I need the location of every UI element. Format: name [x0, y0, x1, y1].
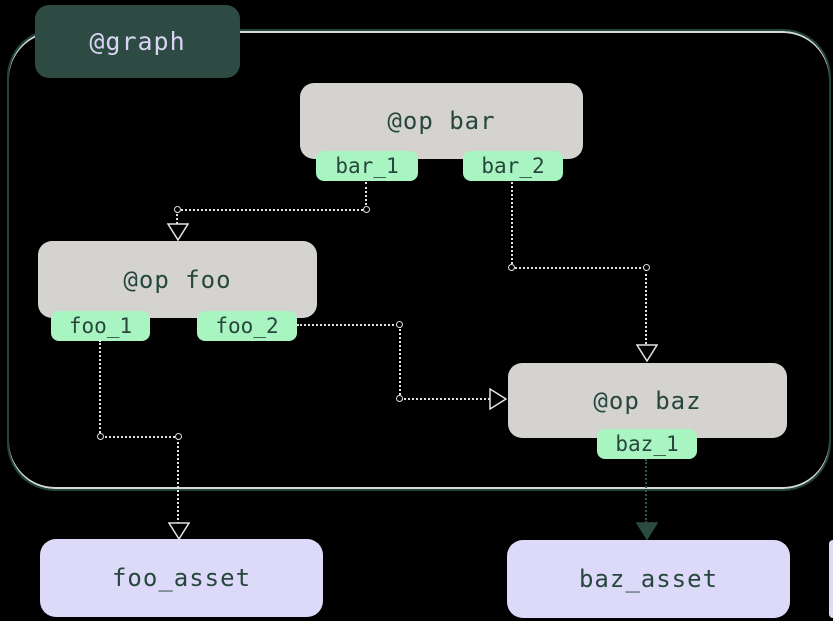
asset-node-cutoff-right: [829, 540, 833, 618]
asset-node-baz-asset: baz_asset: [507, 540, 790, 618]
edge-joint-dot: [174, 206, 181, 213]
asset-baz-label: baz_asset: [578, 565, 719, 593]
output-tab-bar-2: bar_2: [463, 151, 563, 181]
edge-joint-dot: [175, 433, 182, 440]
edge-segment: [297, 324, 401, 326]
edge-segment: [399, 326, 401, 398]
output-tab-bar-1: bar_1: [316, 151, 418, 181]
op-bar-title: @op bar: [387, 107, 496, 135]
op-node-foo: @op foo foo_1 foo_2: [38, 241, 317, 341]
op-foo-title: @op foo: [123, 265, 232, 294]
asset-foo-label: foo_asset: [111, 564, 252, 592]
output-tab-bar-1-label: bar_1: [335, 154, 399, 178]
edge-segment: [176, 211, 178, 224]
op-node-baz: @op baz baz_1: [508, 363, 787, 459]
arrowhead-right-hollow: [489, 388, 507, 410]
graph-label: @graph: [35, 5, 240, 78]
output-tab-bar-2-label: bar_2: [481, 154, 545, 178]
arrowhead-down-filled: [636, 522, 658, 540]
edge-segment: [99, 340, 101, 437]
output-tab-baz-1-label: baz_1: [615, 432, 679, 456]
asset-node-foo-asset: foo_asset: [40, 539, 323, 617]
graph-boundary: [7, 29, 831, 491]
edge-segment: [101, 436, 179, 438]
edge-segment: [645, 459, 647, 523]
edge-joint-dot: [396, 395, 403, 402]
output-tab-foo-1-label: foo_1: [68, 314, 133, 338]
edge-segment: [645, 269, 647, 344]
edge-joint-dot: [396, 321, 403, 328]
edge-joint-dot: [97, 433, 104, 440]
op-node-bar: @op bar bar_1 bar_2: [300, 83, 583, 181]
output-tab-baz-1: baz_1: [597, 429, 697, 459]
arrowhead-down-hollow: [167, 223, 189, 241]
arrowhead-down-hollow: [636, 344, 658, 362]
edge-segment: [512, 267, 648, 269]
edge-segment: [401, 398, 490, 400]
output-tab-foo-1: foo_1: [51, 311, 150, 341]
edge-joint-dot: [508, 264, 515, 271]
edge-joint-dot: [643, 264, 650, 271]
edge-segment: [365, 182, 367, 209]
edge-segment: [178, 209, 367, 211]
arrowhead-down-hollow: [168, 522, 190, 540]
output-tab-foo-2: foo_2: [197, 311, 297, 341]
output-tab-foo-2-label: foo_2: [215, 314, 279, 338]
op-baz-title: @op baz: [593, 386, 702, 415]
edge-segment: [511, 182, 513, 268]
edge-segment: [177, 438, 179, 524]
edge-joint-dot: [363, 206, 370, 213]
graph-label-text: @graph: [89, 27, 186, 56]
